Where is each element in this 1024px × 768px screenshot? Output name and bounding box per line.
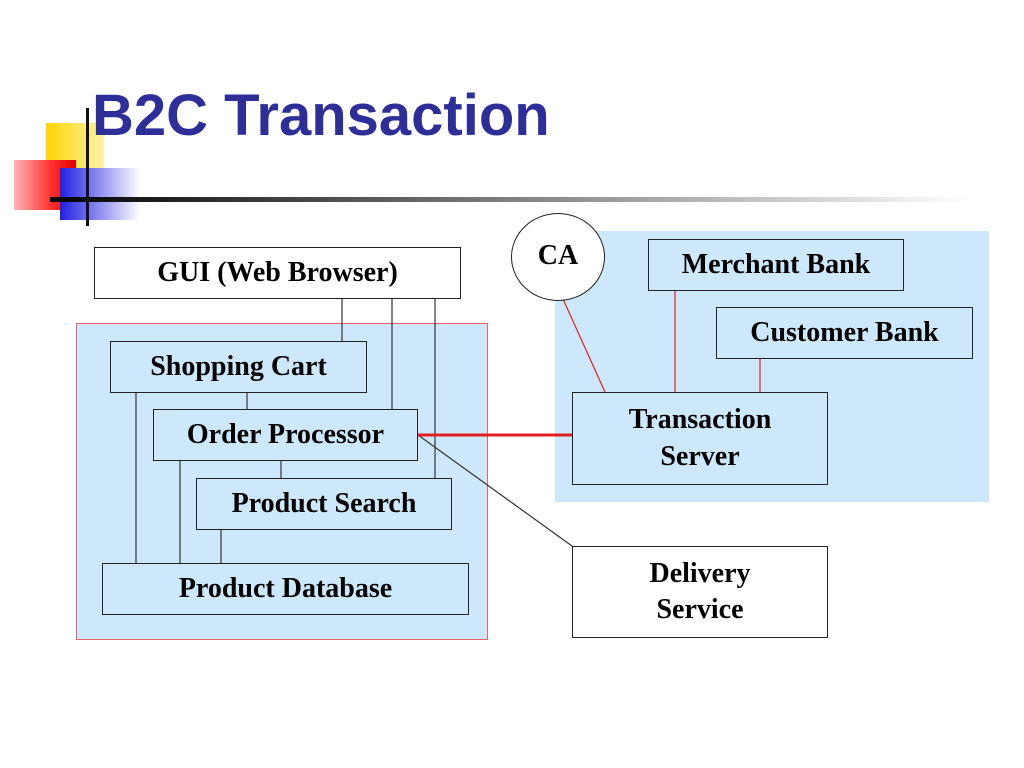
vertical-line (86, 108, 89, 226)
gui-web-browser-box: GUI (Web Browser) (94, 247, 461, 299)
page-title: B2C Transaction (92, 83, 550, 148)
ca-circle: CA (511, 213, 605, 301)
title-decoration (14, 108, 970, 226)
transaction-server-box: Transaction Server (572, 392, 828, 485)
order-to-delivery-line (417, 434, 573, 547)
product-search-box: Product Search (196, 478, 452, 530)
blue-square (60, 168, 140, 220)
product-database-box: Product Database (102, 563, 469, 615)
title-underline (50, 197, 970, 202)
order-processor-box: Order Processor (153, 409, 418, 461)
ca-to-transaction-line (562, 298, 606, 393)
shopping-cart-box: Shopping Cart (110, 341, 367, 393)
customer-bank-box: Customer Bank (716, 307, 973, 359)
delivery-service-box: Delivery Service (572, 546, 828, 638)
merchant-bank-box: Merchant Bank (648, 239, 904, 291)
